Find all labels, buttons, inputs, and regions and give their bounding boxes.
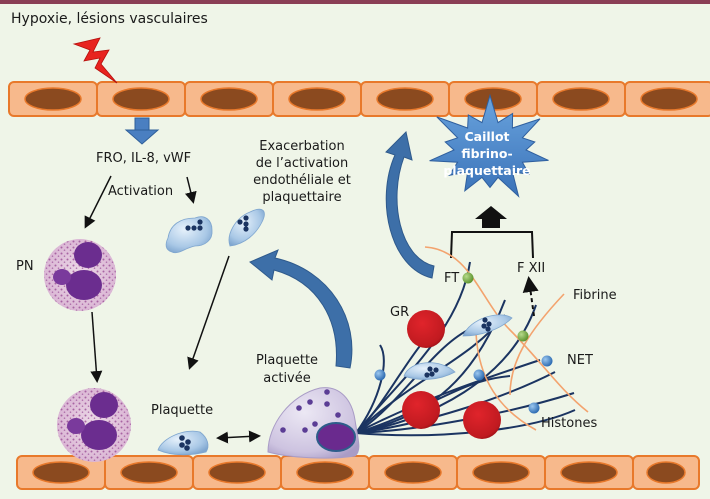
activated-platelet-line-2: activée	[263, 371, 311, 386]
trigger-label: Hypoxie, lésions vasculaires	[11, 11, 208, 27]
histone-balls	[374, 355, 553, 414]
lightning-icon	[72, 37, 118, 84]
clot-line-2: fibrino-	[461, 146, 513, 161]
clot-star-shape	[429, 93, 549, 198]
exacerbation-curved-arrow	[385, 130, 435, 279]
bottom-endothelium	[16, 455, 700, 490]
cell-nucleus	[112, 87, 170, 111]
net-platelet	[403, 362, 456, 380]
cell-nucleus	[376, 87, 434, 111]
fxii-label: F XII	[517, 261, 546, 276]
activated-platelet-label: Plaquette activée	[246, 352, 328, 388]
ft-label: FT	[444, 271, 460, 286]
exacerbation-line-2: de l’activation	[255, 156, 349, 171]
ft-fxii-bracket	[450, 231, 534, 259]
factor-balls	[462, 272, 529, 342]
endothelial-cell	[456, 455, 546, 490]
neutrophil-pn	[44, 239, 116, 311]
double-arrow-platelets	[216, 430, 261, 444]
endothelial-cell	[104, 455, 194, 490]
exacerbation-line-3: endothéliale et	[253, 173, 351, 188]
cell-nucleus	[552, 87, 610, 111]
net-fibers	[355, 261, 576, 437]
arrow-pn-down	[90, 311, 103, 383]
fibrin-strands	[424, 246, 589, 431]
cell-nucleus	[200, 87, 258, 111]
red-blood-cells	[402, 310, 501, 439]
endothelial-cell	[272, 81, 362, 117]
cell-nucleus	[472, 461, 530, 484]
fibrine-label: Fibrine	[573, 288, 617, 303]
histones-label: Histones	[541, 416, 598, 431]
endothelial-cell	[368, 455, 458, 490]
clot-label: Caillot fibrino- plaquettaire	[432, 128, 542, 179]
endothelial-cell	[96, 81, 186, 117]
blue-down-arrow	[124, 117, 160, 145]
cell-nucleus	[288, 87, 346, 111]
exacerbation-line-1: Exacerbation	[259, 139, 345, 154]
endothelial-cell	[632, 455, 700, 490]
gr-label: GR	[390, 305, 410, 320]
up-arrow-to-clot	[475, 206, 507, 228]
cell-nucleus	[32, 461, 90, 484]
endothelial-cell	[280, 455, 370, 490]
activated-platelet	[267, 387, 360, 459]
resting-platelet	[157, 430, 209, 456]
exacerbation-line-4: plaquettaire	[262, 190, 342, 205]
endothelial-cell	[184, 81, 274, 117]
platelet-label: Plaquette	[151, 403, 214, 418]
cell-nucleus	[640, 87, 698, 111]
top-endothelium	[8, 81, 710, 117]
cell-nucleus	[24, 87, 82, 111]
clot-line-1: Caillot	[464, 129, 510, 144]
cell-nucleus	[384, 461, 442, 484]
endothelial-cell	[16, 455, 106, 490]
endothelial-cell	[8, 81, 98, 117]
cell-nucleus	[560, 461, 618, 484]
dashed-arrow-fxii	[522, 276, 539, 317]
clot-starburst	[429, 93, 549, 198]
pn-label: PN	[16, 259, 34, 274]
arrow-to-platelets	[184, 176, 197, 204]
mediators-label: FRO, IL-8, vWF	[96, 151, 192, 166]
endothelial-cell	[624, 81, 710, 117]
activation-label: Activation	[108, 184, 174, 199]
top-border	[0, 0, 710, 4]
endothelial-cell	[192, 455, 282, 490]
exacerbation-label: Exacerbation de l’activation endothélial…	[246, 138, 358, 206]
arrow-platelet-down	[187, 255, 230, 370]
platelet-pair	[165, 208, 265, 254]
clot-line-3: plaquettaire	[443, 163, 531, 178]
arrow-to-pn	[84, 175, 112, 229]
net-platelet	[462, 314, 513, 337]
cell-nucleus	[646, 461, 686, 484]
cell-nucleus	[296, 461, 354, 484]
neutrophil-adherent	[57, 388, 131, 462]
endothelial-cell	[360, 81, 450, 117]
activated-platelet-line-1: Plaquette	[255, 353, 319, 368]
endothelial-cell	[536, 81, 626, 117]
cell-nucleus	[120, 461, 178, 484]
feedback-curved-arrow	[249, 249, 353, 369]
endothelial-cell	[544, 455, 634, 490]
net-label: NET	[567, 353, 593, 368]
cell-nucleus	[208, 461, 266, 484]
